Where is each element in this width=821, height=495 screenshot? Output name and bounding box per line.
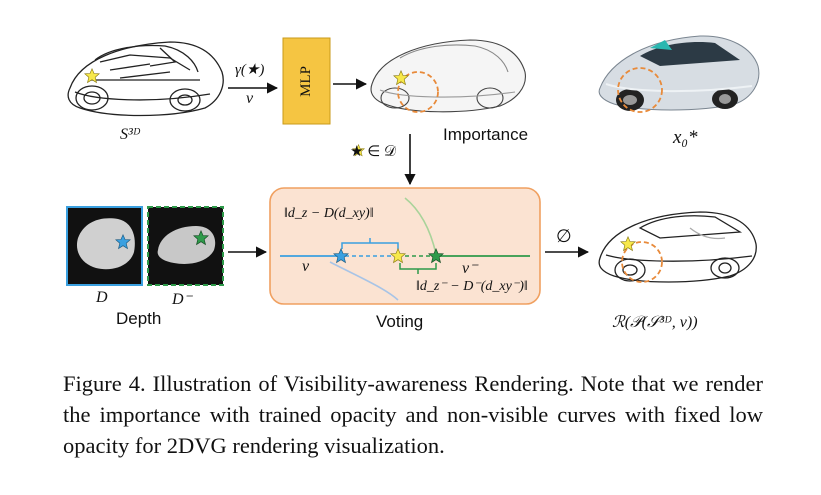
- importance-circle: [397, 71, 439, 113]
- bracket-green: [399, 263, 437, 274]
- voting-curve-green: [404, 197, 437, 255]
- importance-label: Importance: [443, 125, 529, 144]
- dz-label: ‖d_z − D(d_xy)‖: [284, 206, 374, 221]
- caption-text: Figure 4. Illustration of Visibility-awa…: [63, 371, 763, 458]
- voting-box: [269, 187, 541, 305]
- voting-v-label: v: [302, 258, 310, 275]
- gamma-label: γ(★): [235, 62, 265, 78]
- emptyset-label: ∅: [556, 226, 572, 246]
- photo-importance-circle: [617, 67, 663, 113]
- render-importance-circle: [621, 241, 663, 283]
- voting-curve-blue: [329, 261, 399, 301]
- star-in-d-label: ★ ∈ 𝒟: [350, 144, 396, 160]
- depth-shape-d: [76, 218, 135, 270]
- sketch-label: S³ᴰ: [120, 126, 141, 143]
- mlp-label-wrap: MLP: [283, 38, 330, 124]
- dz-minus-label: ‖d_z⁻ − D⁻(d_xy⁻)‖: [416, 279, 528, 294]
- voting-label: Voting: [376, 312, 424, 331]
- voting-vminus-label: v⁻: [462, 260, 478, 277]
- depth-d-label: D: [96, 289, 108, 306]
- depth-dminus-label: D⁻: [172, 291, 192, 308]
- depth-label: Depth: [116, 309, 162, 328]
- x0-label: x₀*: [673, 127, 698, 148]
- mlp-box: [282, 37, 331, 125]
- bracket-blue: [341, 238, 399, 249]
- rendered-car: [598, 211, 757, 283]
- render-label: ℛ(𝒫(𝒮³ᴰ, v)): [612, 314, 698, 331]
- sketch-car-3d: [67, 41, 224, 117]
- diagram-canvas: [66, 35, 760, 305]
- photo-car: [598, 35, 760, 111]
- importance-car: [370, 39, 526, 113]
- figure-caption: Figure 4. Illustration of Visibility-awa…: [63, 368, 763, 461]
- mlp-label: MLP: [298, 65, 314, 97]
- star-icon-yellow: [620, 236, 636, 251]
- v-label: v: [246, 90, 254, 107]
